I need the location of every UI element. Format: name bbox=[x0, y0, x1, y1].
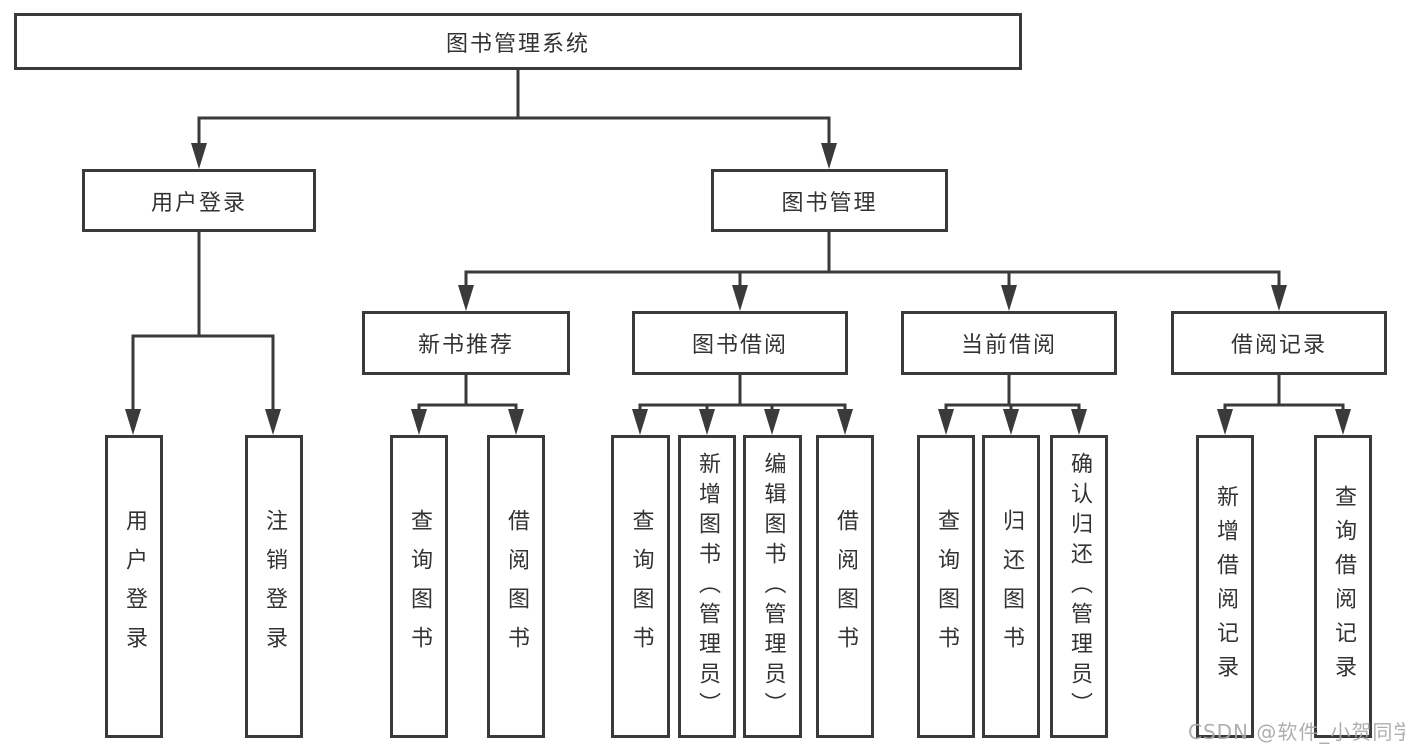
leaf-label: 借阅图书 bbox=[504, 508, 529, 665]
leaf-records-add-borrow-record: 新增借阅记录 bbox=[1196, 435, 1254, 738]
node-borrowing-records: 借阅记录 bbox=[1171, 311, 1387, 375]
node-current-borrowing: 当前借阅 bbox=[901, 311, 1117, 375]
leaf-label: 用户登录 bbox=[122, 508, 147, 665]
leaf-label: 归还图书 bbox=[999, 508, 1024, 665]
leaf-borrow-query-books: 查询图书 bbox=[611, 435, 670, 738]
node-label: 图书管理系统 bbox=[445, 31, 590, 57]
node-label: 图书借阅 bbox=[691, 333, 788, 358]
node-label: 用户登录 bbox=[150, 190, 247, 216]
node-label: 图书管理 bbox=[781, 190, 878, 216]
leaf-records-query-borrow-record: 查询借阅记录 bbox=[1314, 435, 1372, 738]
leaf-borrow-add-books-admin: 新增图书（管理员） bbox=[678, 435, 736, 738]
node-label: 新书推荐 bbox=[417, 333, 514, 358]
leaf-current-query-books: 查询图书 bbox=[917, 435, 975, 738]
leaf-label: 查询图书 bbox=[407, 508, 432, 665]
leaf-label: 编辑图书（管理员） bbox=[760, 451, 786, 722]
leaf-label: 新增图书（管理员） bbox=[695, 451, 720, 722]
node-label: 当前借阅 bbox=[960, 333, 1057, 358]
node-new-book-recommendation: 新书推荐 bbox=[362, 311, 570, 375]
leaf-borrow-borrow-books: 借阅图书 bbox=[816, 435, 874, 738]
node-book-management: 图书管理 bbox=[711, 169, 948, 232]
leaf-label: 查询图书 bbox=[934, 508, 959, 665]
csdn-watermark: CSDN @软件_小贺同学 bbox=[1188, 720, 1405, 744]
leaf-newbook-borrow-books: 借阅图书 bbox=[487, 435, 545, 738]
leaf-label: 确认归还（管理员） bbox=[1067, 451, 1092, 722]
leaf-label: 查询借阅记录 bbox=[1331, 484, 1356, 689]
leaf-user-login: 用户登录 bbox=[105, 435, 163, 738]
leaf-logout: 注销登录 bbox=[245, 435, 303, 738]
leaf-current-confirm-return-admin: 确认归还（管理员） bbox=[1050, 435, 1108, 738]
leaf-label: 借阅图书 bbox=[833, 508, 858, 665]
node-user-login: 用户登录 bbox=[82, 169, 316, 232]
leaf-label: 注销登录 bbox=[262, 508, 287, 665]
leaf-current-return-books: 归还图书 bbox=[982, 435, 1040, 738]
leaf-label: 新增借阅记录 bbox=[1213, 484, 1238, 689]
leaf-borrow-edit-books-admin: 编辑图书（管理员） bbox=[743, 435, 802, 738]
node-book-borrowing: 图书借阅 bbox=[632, 311, 848, 375]
node-label: 借阅记录 bbox=[1230, 333, 1327, 358]
leaf-newbook-query-books: 查询图书 bbox=[390, 435, 448, 738]
leaf-label: 查询图书 bbox=[628, 508, 654, 665]
node-library-management-system: 图书管理系统 bbox=[14, 13, 1022, 70]
